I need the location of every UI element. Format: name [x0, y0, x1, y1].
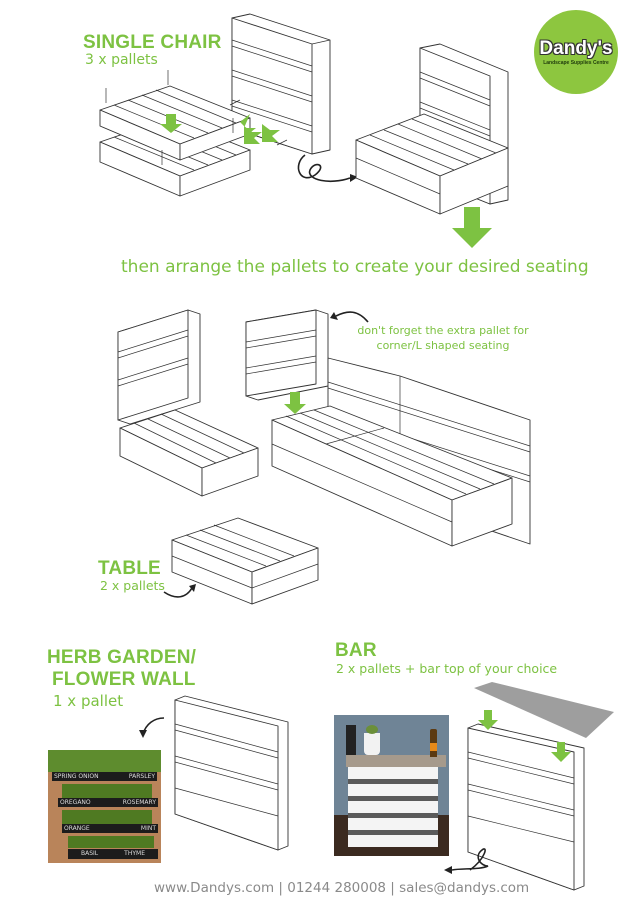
big-down-arrow-icon — [452, 207, 492, 248]
corner-note-line1: don't forget the extra pallet for — [357, 324, 529, 337]
curved-arrow-icon — [163, 587, 193, 598]
photo-label: SPRING ONION — [54, 773, 99, 780]
diagonal-arrow-icon — [262, 124, 280, 142]
bar-photo — [334, 715, 449, 856]
dandys-logo: Dandy's Landscape Supplies Centre — [534, 10, 618, 94]
photo-label: MINT — [140, 825, 156, 832]
diagonal-arrow-icon — [240, 114, 256, 136]
photo-label: BASIL — [81, 850, 99, 857]
upright-back-pallet-icon — [231, 13, 331, 155]
photo-label: THYME — [124, 850, 145, 857]
herb-garden-title-line1: HERB GARDEN/ — [47, 647, 197, 668]
curl-arrow-icon — [451, 848, 489, 871]
upright-pallet-middle-icon — [245, 309, 329, 401]
down-arrow-icon — [160, 114, 182, 133]
herb-garden-subtitle: 1 x pallet — [53, 692, 124, 710]
photo-label: OREGANO — [60, 799, 91, 806]
l-shaped-seating-icon — [271, 357, 531, 547]
logo-text: Dandy's — [539, 37, 613, 59]
table-subtitle: 2 x pallets — [100, 578, 165, 593]
table-title: TABLE — [98, 558, 161, 579]
photo-label: ORANGE — [64, 825, 90, 832]
herb-garden-photo: SPRING ONION PARSLEY OREGANO ROSEMARY OR… — [48, 750, 161, 863]
arrange-headline: then arrange the pallets to create your … — [121, 257, 589, 277]
single-chair-subtitle: 3 x pallets — [85, 52, 158, 68]
diagonal-arrow-icon — [244, 126, 262, 144]
photo-label: ROSEMARY — [122, 799, 156, 806]
herb-wall-pallet-icon — [174, 695, 289, 851]
down-arrow-icon — [551, 742, 571, 762]
curl-arrow-icon — [297, 154, 351, 182]
assembled-chair-icon — [355, 43, 509, 215]
logo-subtext: Landscape Supplies Centre — [543, 59, 609, 66]
upright-pallet-left-icon — [117, 309, 201, 425]
corner-note: don't forget the extra pallet for corner… — [338, 323, 548, 353]
table-pallets-icon — [171, 517, 319, 605]
single-chair-title: SINGLE CHAIR — [83, 32, 222, 53]
down-arrow-icon — [284, 392, 306, 414]
herb-garden-title-line2: FLOWER WALL — [52, 669, 196, 690]
photo-label: PARSLEY — [128, 773, 155, 780]
flat-pallet-left-icon — [119, 409, 259, 497]
curved-arrow-icon — [335, 311, 369, 323]
bar-title: BAR — [335, 640, 377, 661]
bar-pallets-icon — [467, 723, 585, 891]
footer-contact: www.Dandys.com | 01244 280008 | sales@da… — [154, 880, 530, 896]
bar-top-icon — [474, 682, 614, 738]
bar-subtitle: 2 x pallets + bar top of your choice — [336, 661, 558, 676]
down-arrow-icon — [478, 710, 498, 730]
corner-note-line2: corner/L shaped seating — [376, 339, 510, 352]
